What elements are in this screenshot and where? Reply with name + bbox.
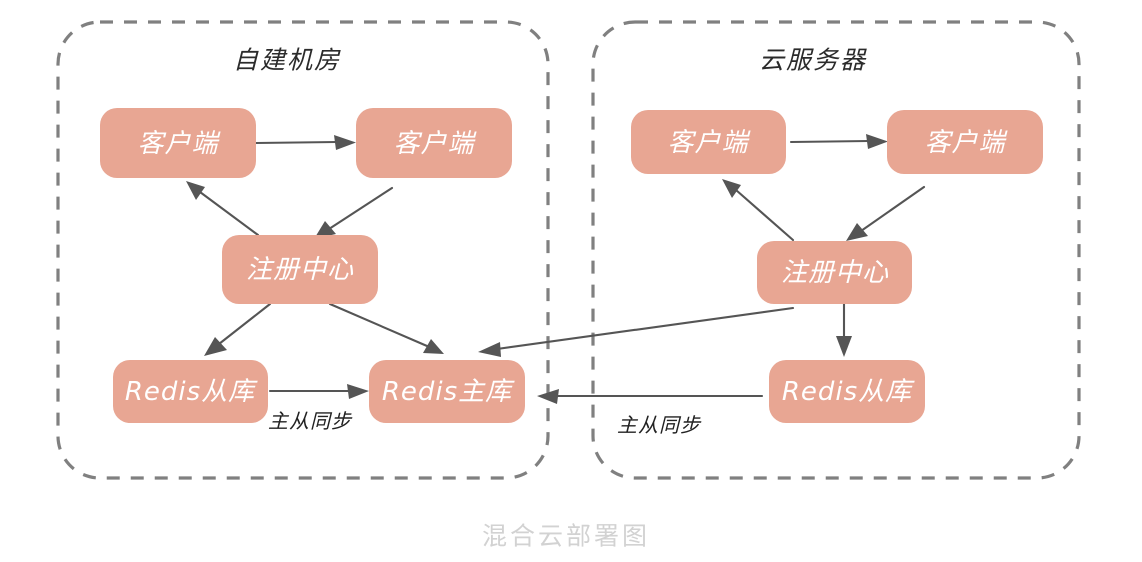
- node-label: Redis主库: [382, 377, 515, 407]
- node-on-premise-client-a[interactable]: 客户端: [100, 108, 256, 178]
- group-title-cloud: 云服务器: [759, 46, 867, 75]
- edge-left-redis-sync: [268, 384, 369, 399]
- edge-left-clientB-to-registry: [314, 186, 394, 239]
- node-label: 客户端: [393, 129, 477, 159]
- node-box: [369, 360, 525, 423]
- node-cloud-client-a[interactable]: 客户端: [631, 110, 786, 174]
- node-box: [769, 360, 925, 423]
- node-label: 客户端: [137, 129, 221, 159]
- edge-right-clientB-to-registry: [846, 185, 926, 241]
- node-on-premise-redis-master[interactable]: Redis主库: [369, 360, 525, 423]
- node-cloud-redis-slave[interactable]: Redis从库: [769, 360, 925, 423]
- node-label: Redis从库: [782, 377, 915, 407]
- edge-left-registry-to-clientA: [186, 181, 260, 237]
- node-cloud-registry[interactable]: 注册中心: [757, 241, 912, 304]
- edge-label-sync-right: 主从同步: [617, 413, 702, 437]
- node-box: [887, 110, 1043, 174]
- node-box: [100, 108, 256, 178]
- node-box: [222, 235, 378, 304]
- node-cloud-client-b[interactable]: 客户端: [887, 110, 1043, 174]
- group-frame-on-premise: [56, 20, 550, 480]
- node-on-premise-client-b[interactable]: 客户端: [356, 108, 512, 178]
- edge-left-registry-to-redis-master: [328, 302, 444, 354]
- group-title-on-premise: 自建机房: [233, 46, 341, 75]
- node-label: 客户端: [667, 128, 751, 158]
- edge-label-sync-left: 主从同步: [268, 409, 353, 433]
- edge-right-registry-to-redis-slave: [836, 302, 852, 357]
- node-box: [757, 241, 912, 304]
- edge-left-registry-to-redis-slave: [204, 302, 272, 356]
- node-on-premise-redis-slave[interactable]: Redis从库: [113, 360, 268, 423]
- edge-cross-redis-sync: [537, 389, 764, 404]
- node-box: [356, 108, 512, 178]
- edge-left-clientA-to-clientB: [254, 135, 356, 150]
- edge-right-clientA-to-clientB: [789, 134, 888, 149]
- node-box: [113, 360, 268, 423]
- node-label: 注册中心: [246, 255, 354, 285]
- node-box: [631, 110, 786, 174]
- node-label: 客户端: [924, 128, 1008, 158]
- node-label: 注册中心: [781, 258, 889, 288]
- edge-cloud-registry-to-onpremise-redis-master: [478, 306, 795, 357]
- node-on-premise-registry[interactable]: 注册中心: [222, 235, 378, 304]
- node-label: Redis从库: [125, 377, 258, 407]
- edge-right-registry-to-clientA: [722, 179, 795, 242]
- group-frame-cloud: [591, 20, 1081, 480]
- figure-caption: 混合云部署图: [482, 522, 650, 551]
